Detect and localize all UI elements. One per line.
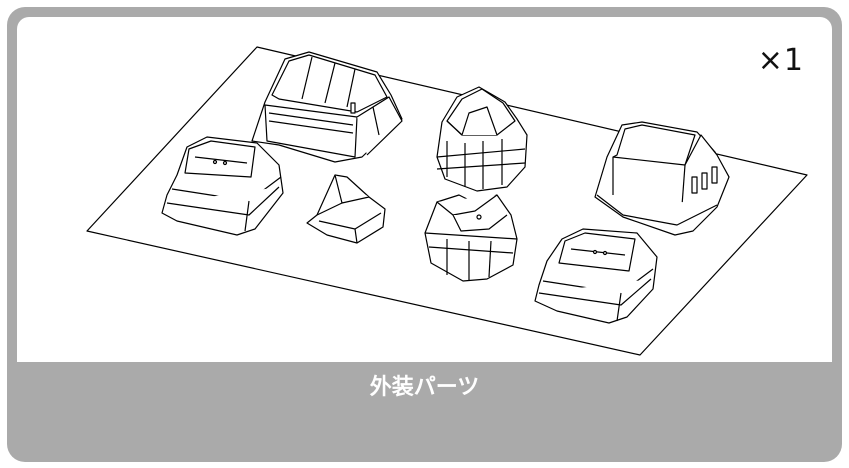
armor-part-rounded-seat-left <box>162 137 283 235</box>
quantity-label: ×1 <box>757 43 804 78</box>
armor-part-pentagon-turret <box>437 87 527 191</box>
armor-part-box-cover <box>595 122 729 235</box>
armor-part-round-turret <box>425 195 517 281</box>
armor-part-large-block <box>252 52 402 162</box>
armor-part-small-wedge <box>307 175 385 243</box>
part-illustration-panel: ×1 <box>17 17 832 362</box>
part-card: ×1 外装パーツ <box>7 7 842 462</box>
parts-sprue-illustration <box>17 17 832 362</box>
part-caption: 外装パーツ <box>369 375 480 400</box>
armor-part-rounded-seat-right <box>535 229 657 323</box>
